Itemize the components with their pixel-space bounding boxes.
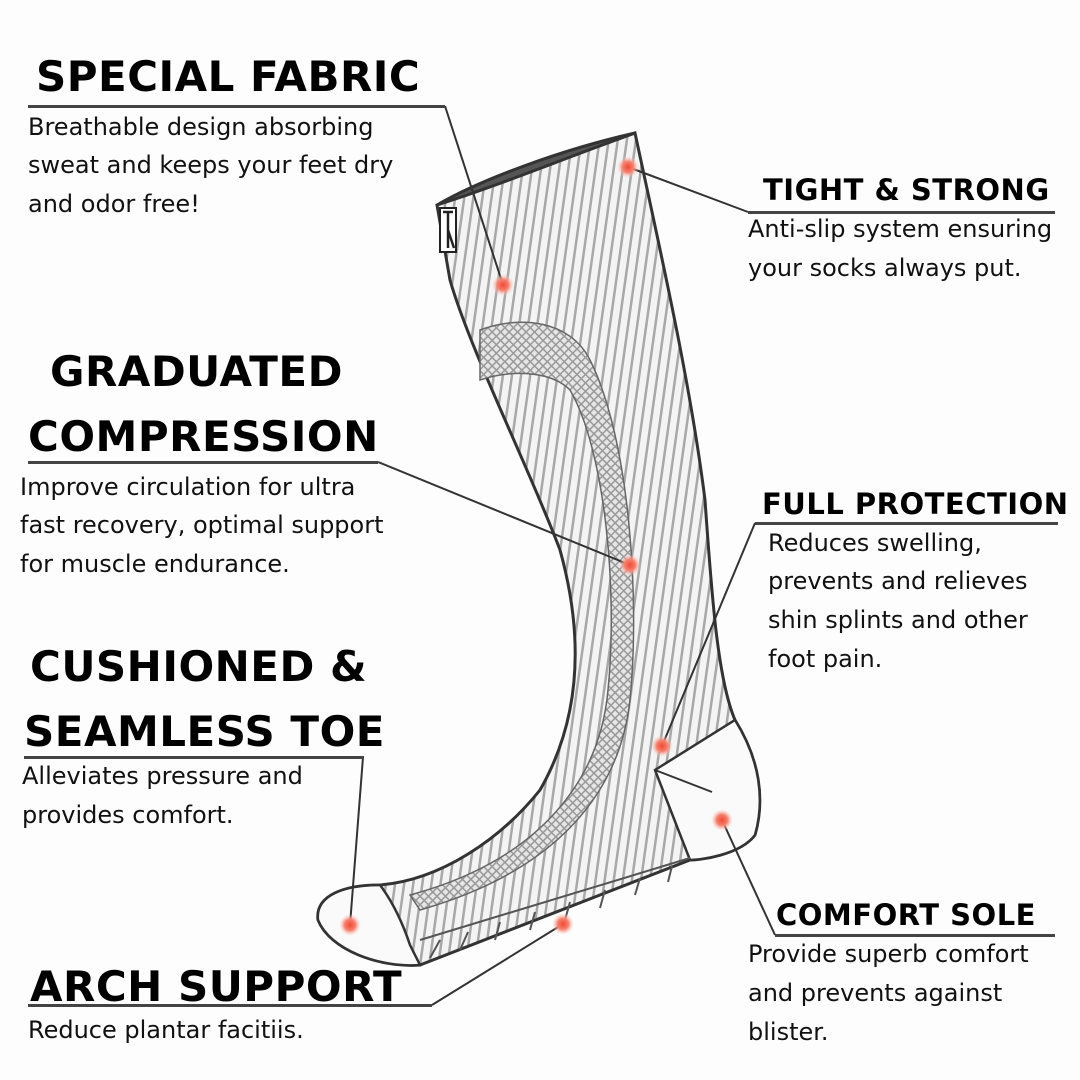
comfort-sole-desc-3: blister. — [748, 1018, 829, 1046]
full-protection-underline — [755, 522, 1058, 525]
special-fabric-desc-2: sweat and keeps your feet dry — [28, 151, 394, 179]
marker-dot-compression — [619, 554, 641, 576]
arch-support-desc-1: Reduce plantar facitiis. — [28, 1016, 304, 1044]
arch-support-title: ARCH SUPPORT — [30, 962, 403, 1011]
compression-title-1: GRADUATED — [50, 347, 343, 396]
full-protection-desc-3: shin splints and other — [768, 606, 1028, 634]
sock-opening — [436, 131, 636, 207]
toe-title-1: CUSHIONED & — [30, 642, 368, 691]
compression-band — [408, 321, 635, 911]
brand-logo — [439, 207, 457, 253]
compression-underline — [28, 461, 378, 464]
toe-panel — [316, 883, 422, 967]
special-fabric-desc-3: and odor free! — [28, 190, 200, 218]
special-fabric-title: SPECIAL FABRIC — [36, 52, 421, 101]
marker-dots — [339, 156, 733, 936]
comfort-sole-title: COMFORT SOLE — [776, 898, 1036, 932]
marker-dot-toe — [339, 914, 361, 936]
comfort-sole-desc-1: Provide superb comfort — [748, 940, 1029, 968]
comfort-sole-underline — [775, 934, 1055, 937]
special-fabric-underline — [28, 105, 445, 108]
full-protection-desc-1: Reduces swelling, — [768, 529, 982, 557]
marker-dot-arch — [552, 913, 574, 935]
toe-desc-1: Alleviates pressure and — [22, 762, 303, 790]
toe-underline — [24, 756, 364, 759]
arch-support-underline — [28, 1004, 432, 1007]
full-protection-desc-2: prevents and relieves — [768, 567, 1028, 595]
toe-desc-2: provides comfort. — [22, 801, 234, 829]
toe-title-2: SEAMLESS TOE — [24, 707, 385, 756]
tight-strong-desc-2: your socks always put. — [748, 254, 1022, 282]
compression-desc-2: fast recovery, optimal support — [20, 511, 384, 539]
marker-dot-protection — [651, 735, 673, 757]
special-fabric-desc-1: Breathable design absorbing — [28, 113, 374, 141]
compression-desc-1: Improve circulation for ultra — [20, 473, 356, 501]
comfort-sole-desc-2: and prevents against — [748, 979, 1003, 1007]
full-protection-desc-4: foot pain. — [768, 645, 883, 673]
compression-title-2: COMPRESSION — [28, 412, 379, 461]
tight-strong-desc-1: Anti-slip system ensuring — [748, 215, 1053, 243]
marker-dot-special-fabric — [492, 274, 514, 296]
tight-strong-title: TIGHT & STRONG — [763, 173, 1050, 207]
leader-lines — [349, 105, 776, 1006]
full-protection-title: FULL PROTECTION — [762, 487, 1069, 521]
marker-dot-sole — [711, 809, 733, 831]
compression-desc-3: for muscle endurance. — [20, 550, 290, 578]
marker-dot-tight-strong — [617, 156, 639, 178]
tight-strong-underline — [748, 211, 1055, 214]
sole-blocks — [419, 857, 691, 959]
